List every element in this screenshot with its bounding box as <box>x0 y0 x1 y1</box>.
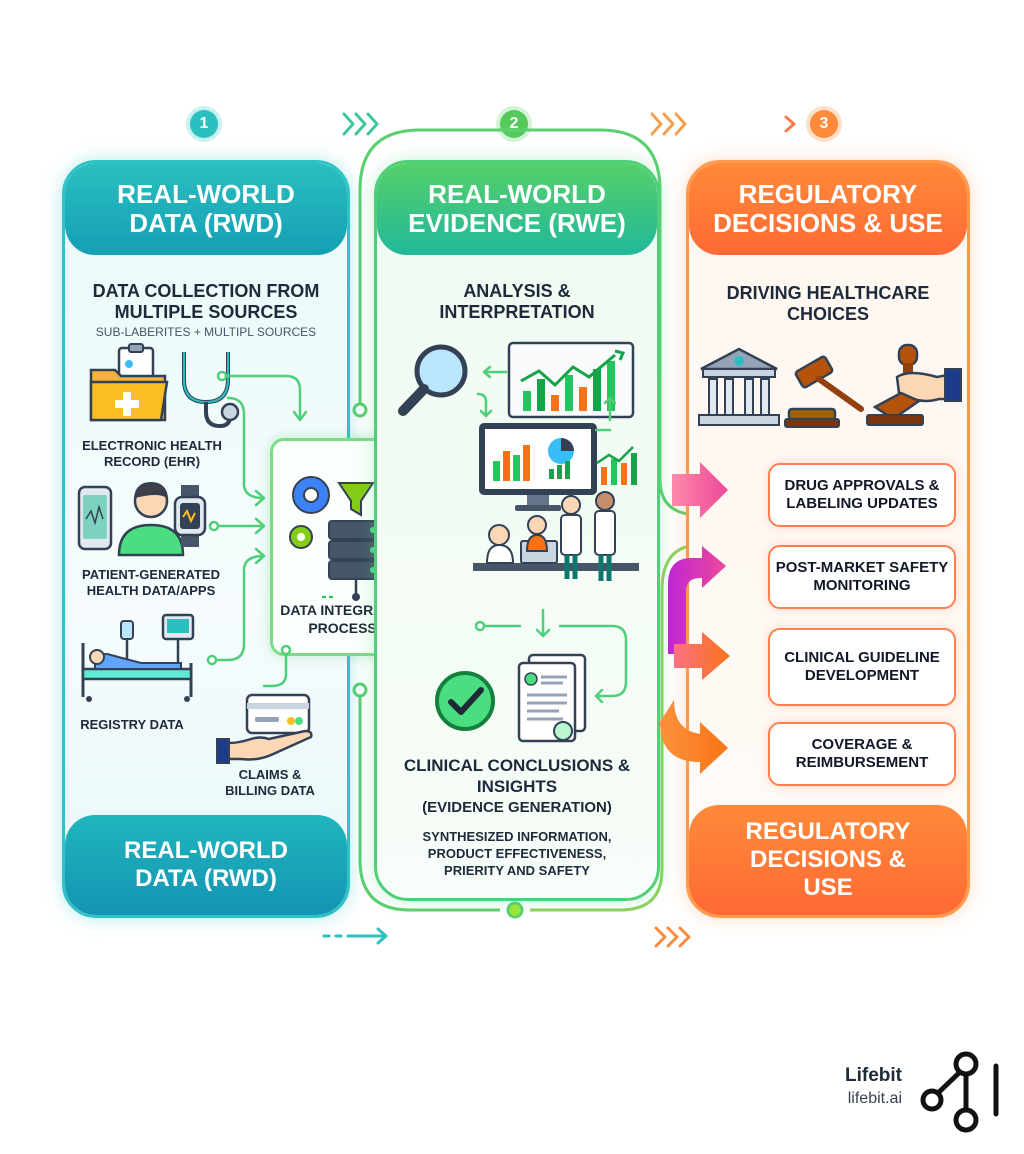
ehr-label: ELECTRONIC HEALTH RECORD (EHR) <box>82 438 222 469</box>
synthesized-info-text: SYNTHESIZED INFORMATION, PRODUCT EFFECTI… <box>422 829 612 878</box>
evidence-generation-label: (EVIDENCE GENERATION) <box>422 799 612 816</box>
rwe-panel: REAL-WORLD EVIDENCE (RWE) ANALYSIS & INT… <box>374 160 660 901</box>
claims-label: CLAIMS & BILLING DATA <box>225 767 315 798</box>
registry-label: REGISTRY DATA <box>80 717 184 732</box>
analysis-flow-arrows <box>474 365 628 704</box>
stethoscope-icon <box>182 352 240 429</box>
rwd-section-title: DATA COLLECTION FROM MULTIPLE SOURCES <box>92 281 320 322</box>
rwd-title: REAL-WORLD DATA (RWD) <box>117 179 295 238</box>
lifebit-logo-icon <box>920 1051 999 1133</box>
outcome-coverage-reimbursement: COVERAGE & REIMBURSEMENT <box>768 722 956 786</box>
ehr-folder-icon <box>89 343 169 422</box>
regulatory-footer: REGULATORY DECISIONS & USE <box>689 805 967 915</box>
hospital-bed-icon <box>81 613 195 702</box>
magnifier-icon <box>398 344 468 416</box>
checkmark-icon <box>435 671 495 731</box>
outcome-arrows <box>660 462 730 774</box>
top-flow-connectors <box>234 112 796 136</box>
step-3-badge: 3 <box>810 110 838 138</box>
patient-data-label: PATIENT-GENERATED HEALTH DATA/APPS <box>82 567 220 598</box>
regulatory-panel: REGULATORY DECISIONS & USE DRIVING HEALT… <box>686 160 970 918</box>
brand-url: lifebit.ai <box>847 1090 902 1107</box>
analysts-team-icon <box>473 491 639 581</box>
regulatory-header: REGULATORY DECISIONS & USE <box>689 163 967 255</box>
rwe-title: REAL-WORLD EVIDENCE (RWE) <box>408 179 626 238</box>
outcome-clinical-guideline: CLINICAL GUIDELINE DEVELOPMENT <box>768 628 956 706</box>
claims-card-hand-icon <box>216 693 313 764</box>
step-2-badge: 2 <box>500 110 528 138</box>
rwe-header: REAL-WORLD EVIDENCE (RWE) <box>377 163 657 255</box>
outcome-post-market-safety: POST-MARKET SAFETY MONITORING <box>768 545 956 609</box>
rwd-footer-title: REAL-WORLD DATA (RWD) <box>124 837 288 892</box>
outcome-drug-approvals: DRUG APPROVALS & LABELING UPDATES <box>768 463 956 527</box>
rwd-section-subtitle: SUB-LABERITES + MULTIPL SOURCES <box>95 325 317 339</box>
regulatory-title: REGULATORY DECISIONS & USE <box>713 179 943 238</box>
chart-board-icon <box>507 341 635 419</box>
stamp-hand-icon <box>866 343 962 426</box>
step-1-badge: 1 <box>190 110 218 138</box>
brand-name: Lifebit <box>845 1065 902 1086</box>
regulatory-section-title: DRIVING HEALTHCARE CHOICES <box>726 283 930 324</box>
regulatory-footer-title: REGULATORY DECISIONS & USE <box>745 818 911 901</box>
rwd-footer: REAL-WORLD DATA (RWD) <box>65 815 347 915</box>
gavel-icon <box>784 355 864 428</box>
rwe-section-title: ANALYSIS & INTERPRETATION <box>439 281 595 322</box>
clinical-conclusions-title: CLINICAL CONCLUSIONS & INSIGHTS <box>403 756 631 796</box>
rwd-panel: REAL-WORLD DATA (RWD) DATA COLLECTION FR… <box>62 160 350 918</box>
monitor-analytics-icon <box>479 423 597 511</box>
smartwatch-icon <box>173 485 207 547</box>
mini-chart-icon <box>596 446 637 485</box>
rwd-header: REAL-WORLD DATA (RWD) <box>65 163 347 255</box>
report-documents-icon <box>517 653 587 743</box>
panel-arc-connectors <box>322 128 703 948</box>
mobile-phone-icon <box>77 485 113 551</box>
courthouse-icon <box>698 347 780 426</box>
source-to-integration-arrows <box>206 370 474 688</box>
